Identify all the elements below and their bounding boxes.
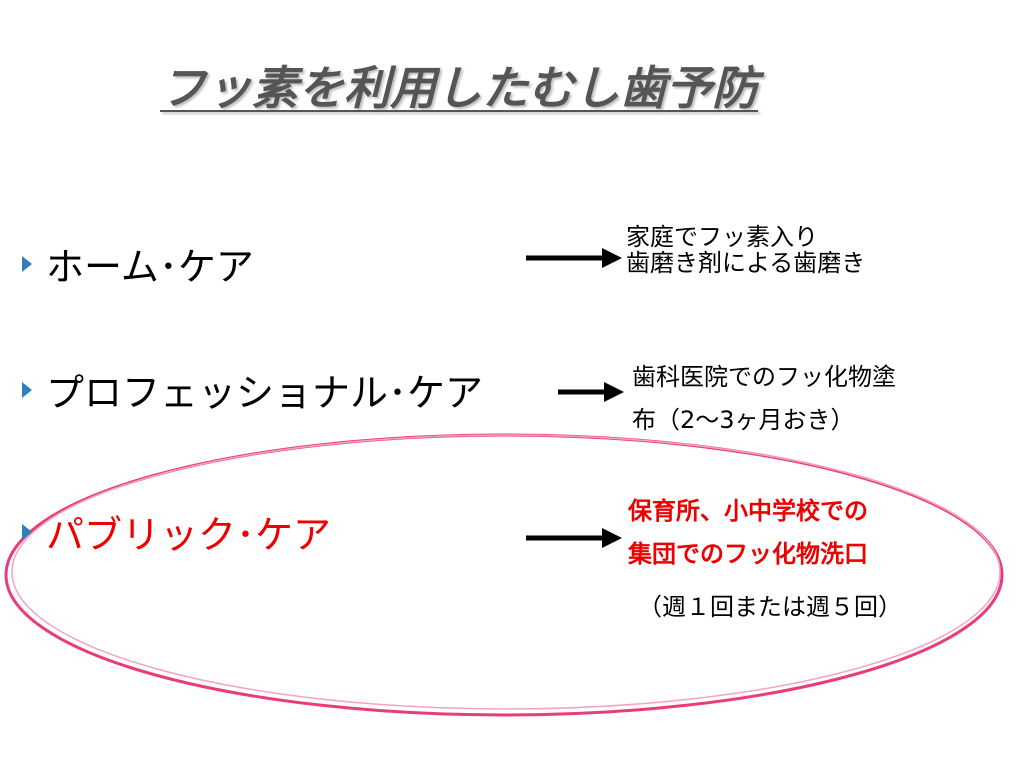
arrow-right-icon — [526, 248, 622, 268]
bullet-label: プロフェッショナル･ケア — [46, 371, 484, 415]
bullet-marker-icon — [22, 255, 32, 272]
bullet-item-professional-care: プロフェッショナル･ケア — [22, 362, 483, 417]
desc-line: 布（2～3ヶ月おき） — [632, 406, 855, 435]
desc-line: 家庭でフッ素入り — [626, 223, 818, 251]
bullet-marker-icon — [22, 523, 32, 540]
bullet-item-public-care: パブリック･ケア — [22, 504, 331, 559]
bullet-label: ホーム･ケア — [46, 245, 254, 289]
desc-professional-care: 歯科医院でのフッ化物塗 布（2～3ヶ月おき） — [632, 356, 896, 442]
desc-home-care: 家庭でフッ素入り 歯磨き剤による歯磨き — [626, 224, 865, 277]
desc-line: 集団でのフッ化物洗口 — [628, 540, 868, 569]
page-title: フッ素を利用したむし歯予防 — [160, 61, 758, 115]
desc-line: 歯磨き剤による歯磨き — [626, 249, 866, 278]
desc-public-care-frequency: （週１回または週５回） — [638, 593, 902, 621]
desc-line: 保育所、小中学校での — [628, 497, 868, 525]
desc-public-care: 保育所、小中学校での 集団でのフッ化物洗口 — [628, 490, 868, 576]
bullet-item-home-care: ホーム･ケア — [22, 236, 254, 291]
bullet-label: パブリック･ケア — [46, 513, 332, 557]
bullet-marker-icon — [22, 381, 32, 398]
arrow-right-icon — [558, 382, 624, 402]
desc-line: 歯科医院でのフッ化物塗 — [632, 363, 896, 391]
arrow-right-icon — [526, 528, 622, 548]
